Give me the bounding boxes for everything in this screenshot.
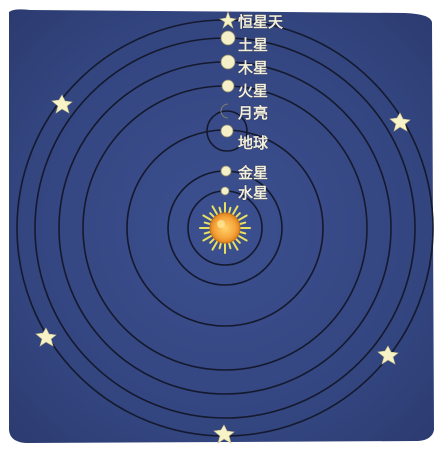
label-saturn: 土星 bbox=[238, 36, 268, 54]
label-mercury: 水星 bbox=[238, 184, 268, 202]
sun-ray bbox=[205, 223, 210, 224]
sun-ray bbox=[229, 243, 230, 248]
label-venus: 金星 bbox=[237, 164, 268, 182]
sun-ray bbox=[205, 232, 210, 233]
sun-ray bbox=[240, 223, 245, 224]
label-earth: 地球 bbox=[238, 134, 269, 152]
label-jupiter: 木星 bbox=[237, 59, 268, 77]
label-mars: 火星 bbox=[238, 82, 268, 100]
sun-ray bbox=[220, 243, 221, 248]
planet-mars bbox=[222, 80, 234, 92]
planet-venus bbox=[221, 166, 231, 176]
sun-ray bbox=[229, 208, 230, 213]
label-moon: 月亮 bbox=[237, 104, 268, 122]
label-fixed-stars: 恒星天 bbox=[238, 13, 284, 31]
sun-ray bbox=[220, 208, 221, 213]
planet-mercury bbox=[221, 187, 229, 195]
sun-ray bbox=[240, 232, 245, 233]
planet-earth bbox=[221, 125, 233, 137]
planet-saturn bbox=[221, 31, 235, 45]
planet-jupiter bbox=[221, 55, 235, 69]
